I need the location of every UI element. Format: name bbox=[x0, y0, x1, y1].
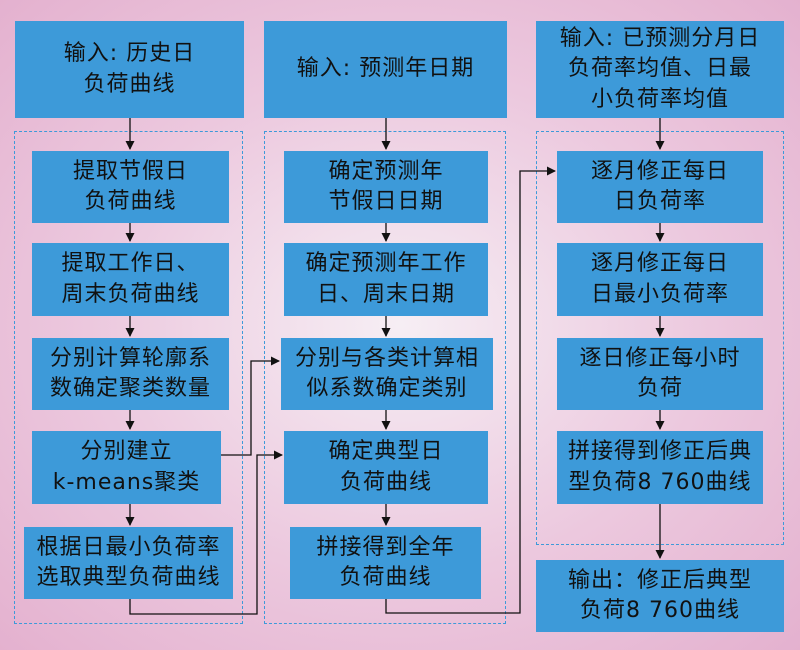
step-holiday-dates: 确定预测年 节假日日期 bbox=[284, 151, 488, 223]
group-frame-historical bbox=[14, 131, 243, 624]
arrow-typical-curve-to-typical-day bbox=[129, 450, 283, 615]
input-forecast-year-date-box: 输入: 预测年日期 bbox=[264, 21, 507, 118]
step-select-typical-curve: 根据日最小负荷率 选取典型负荷曲线 bbox=[24, 527, 233, 599]
step-correct-daily-min-load-rate: 逐月修正每日 日最小负荷率 bbox=[557, 243, 763, 316]
step-annual-curve-splice: 拼接得到全年 负荷曲线 bbox=[290, 527, 481, 599]
step-similarity-classify: 分别与各类计算相 似系数确定类别 bbox=[281, 338, 493, 410]
input-historical-load-box: 输入: 历史日 负荷曲线 bbox=[15, 21, 244, 118]
step-extract-holiday-curve: 提取节假日 负荷曲线 bbox=[32, 151, 229, 223]
step-silhouette-cluster-count: 分别计算轮廓系 数确定聚类数量 bbox=[32, 338, 229, 410]
arrow-annual-to-correction bbox=[385, 166, 556, 614]
step-splice-corrected-8760: 拼接得到修正后典 型负荷8 760曲线 bbox=[557, 431, 763, 504]
output-corrected-8760-curve: 输出：修正后典型 负荷8 760曲线 bbox=[536, 560, 784, 632]
arrow-kmeans-to-similarity bbox=[221, 356, 280, 456]
step-correct-hourly-load: 逐日修正每小时 负荷 bbox=[557, 338, 763, 410]
input-monthly-load-rate-box: 输入: 已预测分月日 负荷率均值、日最 小负荷率均值 bbox=[536, 21, 784, 118]
step-extract-workday-weekend-curve: 提取工作日、 周末负荷曲线 bbox=[32, 243, 229, 316]
step-correct-daily-load-rate: 逐月修正每日 日负荷率 bbox=[557, 151, 763, 223]
group-frame-forecast-year bbox=[264, 131, 506, 624]
step-typical-day-curve: 确定典型日 负荷曲线 bbox=[284, 431, 488, 504]
step-build-kmeans-clusters: 分别建立 k-means聚类 bbox=[32, 431, 221, 504]
step-workday-weekend-dates: 确定预测年工作 日、周末日期 bbox=[284, 243, 488, 316]
